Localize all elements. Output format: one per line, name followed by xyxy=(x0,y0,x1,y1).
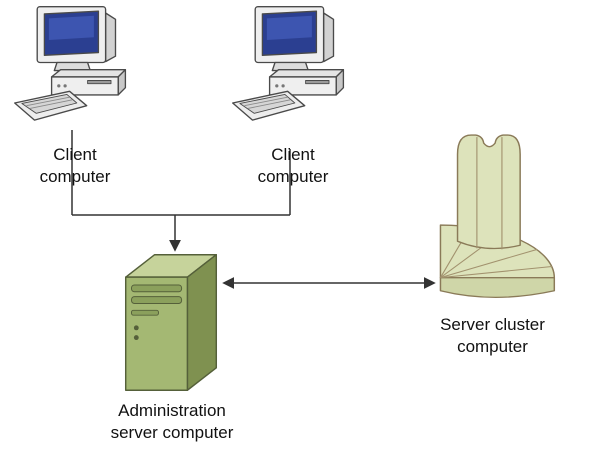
desktop-computer-icon xyxy=(230,4,356,130)
label-line: Administration xyxy=(118,401,226,420)
server-cluster-icon xyxy=(412,128,560,310)
node-label-client-1: Client computer xyxy=(10,144,140,188)
node-label-server-cluster: Server cluster computer xyxy=(405,314,580,358)
tower-server-icon xyxy=(118,244,224,400)
node-label-client-2: Client computer xyxy=(228,144,358,188)
label-line: computer xyxy=(457,337,528,357)
label-line: Client xyxy=(53,145,97,164)
label-line: Server cluster xyxy=(440,315,545,334)
node-label-admin-server: Administration server computer xyxy=(72,400,272,444)
desktop-computer-icon xyxy=(12,4,138,130)
label-line: computer xyxy=(39,167,111,187)
label-line: server computer xyxy=(110,423,234,443)
label-line: Client xyxy=(271,145,315,164)
label-line: computer xyxy=(257,167,329,187)
